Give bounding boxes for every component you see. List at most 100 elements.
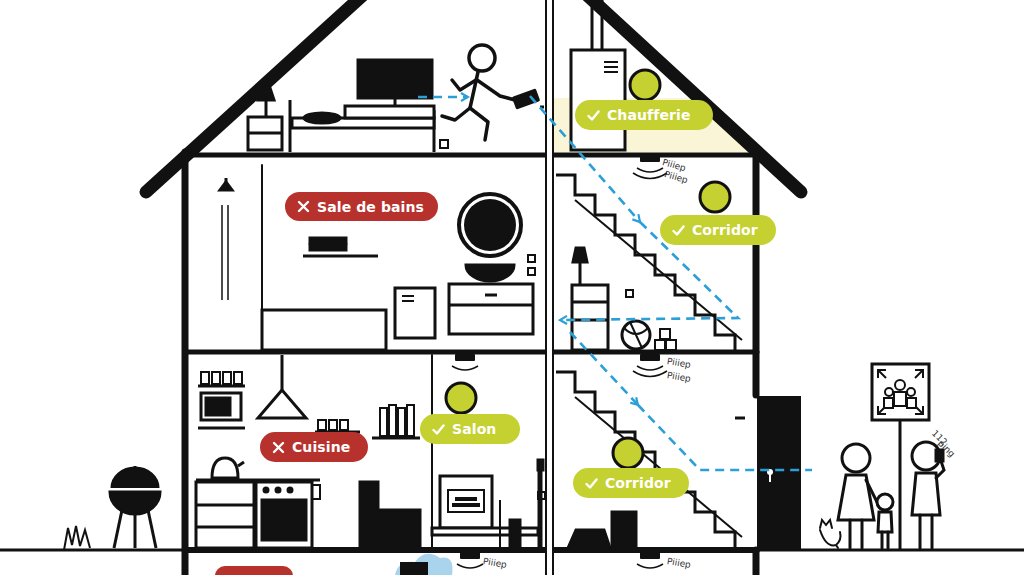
house-structure-part [753,550,760,575]
bathroom-furniture-part [310,245,346,250]
bathroom-furniture-part [225,178,228,190]
staircase-part [556,175,735,350]
detector-status-circles-part [613,438,643,468]
corridor-furniture [572,248,676,350]
room-name: Salon [452,421,496,437]
detector-status-circles-part [700,182,730,212]
basement-hint [215,554,453,575]
corridor-furniture-part [666,340,676,350]
attic-furniture-part [304,113,340,123]
room-alert-pill: Cuisine [260,432,368,462]
bathroom-furniture-part [464,199,516,251]
living-room-furniture-part [538,492,545,499]
icon-stroke [589,111,599,119]
house-structure-part [185,153,757,158]
detector-status-circles-part [446,383,476,413]
kitchen-furniture-part [258,390,306,418]
assembly-point-sign-part [899,420,902,550]
living-room-furniture-part [407,405,414,436]
kitchen-furniture-part [223,372,231,384]
detector-status-circles-part [630,70,660,100]
living-room-furniture-part [380,408,387,436]
kitchen-furniture-part [264,488,268,492]
attic-furniture-part [265,100,268,117]
barbecue-and-grass [64,466,160,550]
smoke-detectors-part [457,564,483,568]
kitchen-furniture-part [196,526,254,529]
assembly-point-sign-part [878,370,923,414]
family-part [887,532,890,548]
room-name: Corridor [692,222,758,238]
center-wall-part [546,0,553,575]
attic-furniture-part [358,60,432,98]
running-person-part [470,72,478,108]
assembly-point-sign-part [907,398,916,408]
cross-icon [272,441,285,454]
family-part [842,444,870,472]
kitchen-furniture-part [329,420,337,430]
kitchen-furniture-part [312,485,320,499]
check-icon [672,224,685,237]
kitchen-furniture-part [238,462,244,466]
living-room-furniture-part [499,500,501,548]
kitchen-furniture-part [212,372,220,384]
icon-stroke [274,443,283,452]
running-person-part [514,91,538,108]
running-person-part [477,80,515,100]
attic-furniture [248,60,448,152]
living-room-furniture-part [735,417,745,420]
bathroom-furniture-part [485,294,497,297]
escape-route-part [570,332,638,405]
bathroom-furniture-part [262,310,386,350]
living-room-furniture-part [432,528,538,535]
kitchen-furniture-part [201,372,209,384]
family-part [838,475,874,520]
kitchen-furniture-part [198,427,245,430]
running-person-part [469,45,495,71]
living-room-furniture-part [448,490,484,512]
basement-hint-part [395,554,453,575]
room-ok-pill: Corridor [573,468,689,498]
living-room-furniture-part [452,503,480,507]
boiler-part [601,0,604,50]
corridor-furniture-part [572,285,608,350]
family-part [820,530,841,548]
smoke-detectors-part [637,564,663,568]
assembly-point-sign-part [895,380,905,390]
family-part [881,532,884,548]
check-icon [432,423,445,436]
barbecue-and-grass-part [134,466,137,472]
room-ok-pill: Salon [420,414,520,444]
living-room-furniture-part [360,482,420,548]
barbecue-and-grass-part [110,492,160,514]
running-person-part [442,108,470,120]
icon-stroke [674,226,684,234]
alarm-sound-label: Piiiep [482,556,507,570]
escape-route-part [638,405,812,470]
family-part [878,512,892,532]
family-part [877,494,893,510]
house-structure-part [431,355,433,548]
family-part [919,515,922,548]
front-door-part [757,396,801,550]
kitchen-furniture-part [281,355,284,390]
room-name: Chaufferie [607,107,691,123]
living-room-furniture-part [389,405,396,436]
attic-furniture-part [258,88,274,100]
smoke-detectors-part [633,366,667,377]
corridor-furniture-part [655,340,665,350]
boiler-part [604,71,618,73]
bathroom-furniture-part [310,238,346,243]
bathroom-furniture-part [402,295,414,297]
bathroom-furniture-part [449,284,533,334]
alarm-sound-label: Piiiep [666,556,691,570]
boiler-part [591,0,594,50]
corridor-furniture-part [660,329,670,339]
corridor-furniture-part [624,322,648,348]
house-structure-part [182,152,189,575]
assembly-point-sign-part [885,388,893,396]
alarm-sound-label: Piiiep [666,370,691,384]
assembly-point-sign-part [907,388,915,396]
room-name: Sale de bains [317,199,424,215]
